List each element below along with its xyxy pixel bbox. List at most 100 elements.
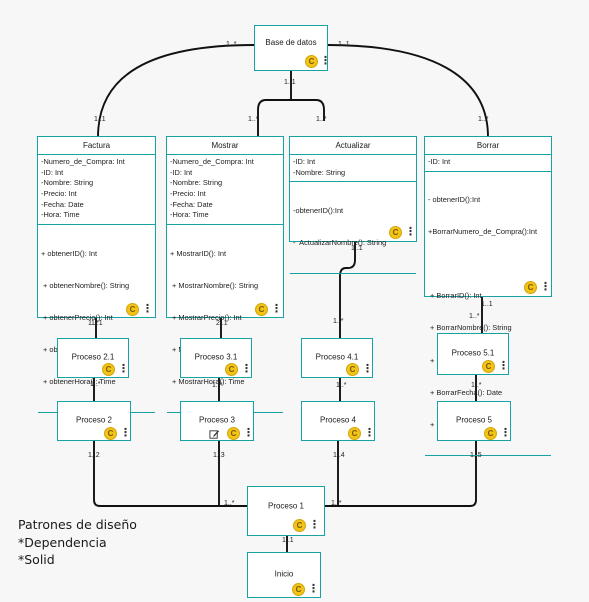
attributes-section: -Numero_de_Compra: Int -ID: Int -Nombre:… xyxy=(38,155,155,226)
attribute: -Nombre: String xyxy=(293,167,346,177)
c-badge-icon[interactable]: C xyxy=(484,427,497,440)
c-badge-icon[interactable]: C xyxy=(293,519,306,532)
more-options-icon[interactable]: ⋮ xyxy=(362,363,373,375)
more-options-icon[interactable]: ⋮ xyxy=(500,427,511,439)
c-badge-icon[interactable]: C xyxy=(305,55,318,68)
connector-actualizar-p41 xyxy=(339,236,356,340)
methods-section: -obtenerID():Int - ActualizarNombre(): S… xyxy=(290,182,416,274)
method: + obtenerNombre(): String xyxy=(41,280,130,290)
method: + BorrarNombre(): String xyxy=(428,323,512,333)
more-options-icon[interactable]: ⋮ xyxy=(309,519,320,531)
multiplicity-label: 1..1 xyxy=(351,245,363,252)
class-proceso-4-1[interactable]: Proceso 4.1 C ⋮ xyxy=(301,338,373,378)
more-options-icon[interactable]: ⋮ xyxy=(120,427,131,439)
class-title: Mostrar xyxy=(167,137,283,155)
class-title: Proceso 1 xyxy=(267,501,305,511)
multiplicity-label: 1..* xyxy=(226,41,237,48)
class-actualizar[interactable]: Actualizar -ID: Int -Nombre: String -obt… xyxy=(289,136,417,274)
class-proceso-5[interactable]: Proceso 5 C ⋮ xyxy=(437,401,511,441)
more-options-icon[interactable]: ⋮ xyxy=(308,583,319,595)
c-badge-icon[interactable]: C xyxy=(524,281,537,294)
c-badge-icon[interactable]: C xyxy=(348,427,361,440)
attribute: -Fecha: Date xyxy=(170,199,213,209)
more-options-icon[interactable]: ⋮ xyxy=(320,55,331,67)
class-mostrar[interactable]: Mostrar -Numero_de_Compra: Int -ID: Int … xyxy=(166,136,284,413)
class-proceso-3[interactable]: Proceso 3 C ⋮ xyxy=(180,401,254,441)
class-proceso-2-1[interactable]: Proceso 2.1 C ⋮ xyxy=(57,338,129,378)
attribute: -Nombre: String xyxy=(170,178,223,188)
multiplicity-label: 1..* xyxy=(333,318,344,325)
class-title: Proceso 3 xyxy=(198,415,236,425)
class-title: Proceso 5.1 xyxy=(451,348,495,358)
class-base-de-datos[interactable]: Base de datos C ⋮ xyxy=(254,25,331,71)
c-badge-icon[interactable]: C xyxy=(292,583,305,596)
multiplicity-label: 1..4 xyxy=(333,452,345,459)
class-proceso-1[interactable]: Proceso 1 C ⋮ xyxy=(247,486,325,536)
method: + BorrarFecha(): Date xyxy=(428,387,503,397)
more-options-icon[interactable]: ⋮ xyxy=(540,281,551,293)
more-options-icon[interactable]: ⋮ xyxy=(364,427,375,439)
class-proceso-2[interactable]: Proceso 2 C ⋮ xyxy=(57,401,131,441)
class-inicio[interactable]: Inicio C ⋮ xyxy=(247,552,321,598)
class-proceso-4[interactable]: Proceso 4 C ⋮ xyxy=(301,401,375,441)
multiplicity-label: 1..* xyxy=(88,320,99,327)
multiplicity-label: 1..3 xyxy=(213,452,225,459)
c-badge-icon[interactable]: C xyxy=(346,363,359,376)
c-badge-icon[interactable]: C xyxy=(482,360,495,373)
more-options-icon[interactable]: ⋮ xyxy=(243,427,254,439)
c-badge-icon[interactable]: C xyxy=(102,363,115,376)
more-options-icon[interactable]: ⋮ xyxy=(498,360,509,372)
multiplicity-label: 1..* xyxy=(90,381,101,388)
attributes-section: -ID: Int xyxy=(425,155,551,172)
more-options-icon[interactable]: ⋮ xyxy=(142,303,153,315)
class-title: Proceso 4 xyxy=(319,415,357,425)
multiplicity-label: 1..1 xyxy=(481,301,493,308)
method: + obtenerID(): Int xyxy=(41,248,98,258)
multiplicity-label: 1..* xyxy=(331,500,342,507)
attribute: -Fecha: Date xyxy=(41,199,84,209)
multiplicity-label: 1..* xyxy=(471,382,482,389)
multiplicity-label: 1..1 xyxy=(338,41,350,48)
multiplicity-label: 2..1 xyxy=(216,320,228,327)
attribute: -ID: Int xyxy=(428,157,451,166)
multiplicity-label: 1..* xyxy=(248,116,259,123)
c-badge-icon[interactable]: C xyxy=(104,427,117,440)
multiplicity-label: 1..* xyxy=(212,382,223,389)
connector-bd-borrar xyxy=(327,44,489,138)
method: + MostrarHora(): Time xyxy=(170,376,245,386)
attribute: -Numero_de_Compra: Int xyxy=(170,157,254,166)
c-badge-icon[interactable]: C xyxy=(389,226,402,239)
c-badge-icon[interactable]: C xyxy=(255,303,268,316)
multiplicity-label: 1..* xyxy=(469,313,480,320)
more-options-icon[interactable]: ⋮ xyxy=(118,363,129,375)
method xyxy=(428,259,548,270)
method: - ActualizarNombre(): String xyxy=(293,237,387,247)
more-options-icon[interactable]: ⋮ xyxy=(405,226,416,238)
class-factura[interactable]: Factura -Numero_de_Compra: Int -ID: Int … xyxy=(37,136,156,413)
attributes-section: -Numero_de_Compra: Int -ID: Int -Nombre:… xyxy=(167,155,283,226)
class-proceso-3-1[interactable]: Proceso 3.1 C ⋮ xyxy=(180,338,252,378)
multiplicity-label: 1..1 xyxy=(284,79,296,86)
c-badge-icon[interactable]: C xyxy=(225,363,238,376)
note-line: *Solid xyxy=(18,552,55,567)
class-title: Inicio xyxy=(274,569,294,579)
method: + MostrarNombre(): String xyxy=(170,280,259,290)
method: + obtenerHora(): Time xyxy=(41,376,116,386)
class-title: Proceso 2.1 xyxy=(71,352,115,362)
class-title: Actualizar xyxy=(290,137,416,155)
multiplicity-label: 1..* xyxy=(316,116,327,123)
more-options-icon[interactable]: ⋮ xyxy=(271,303,282,315)
class-title: Base de datos xyxy=(265,38,317,47)
c-badge-icon[interactable]: C xyxy=(126,303,139,316)
multiplicity-label: 1..2 xyxy=(88,452,100,459)
attribute: -Precio: Int xyxy=(41,189,77,199)
class-title: Proceso 4.1 xyxy=(315,352,359,362)
c-badge-icon[interactable]: C xyxy=(227,427,240,440)
class-borrar[interactable]: Borrar -ID: Int - obtenerID():Int +Borra… xyxy=(424,136,552,456)
class-title: Borrar xyxy=(425,137,551,155)
more-options-icon[interactable]: ⋮ xyxy=(241,363,252,375)
class-proceso-5-1[interactable]: Proceso 5.1 C ⋮ xyxy=(437,333,509,375)
class-title: Factura xyxy=(38,137,155,155)
multiplicity-label: 1..* xyxy=(478,116,489,123)
edit-icon[interactable] xyxy=(209,429,220,440)
